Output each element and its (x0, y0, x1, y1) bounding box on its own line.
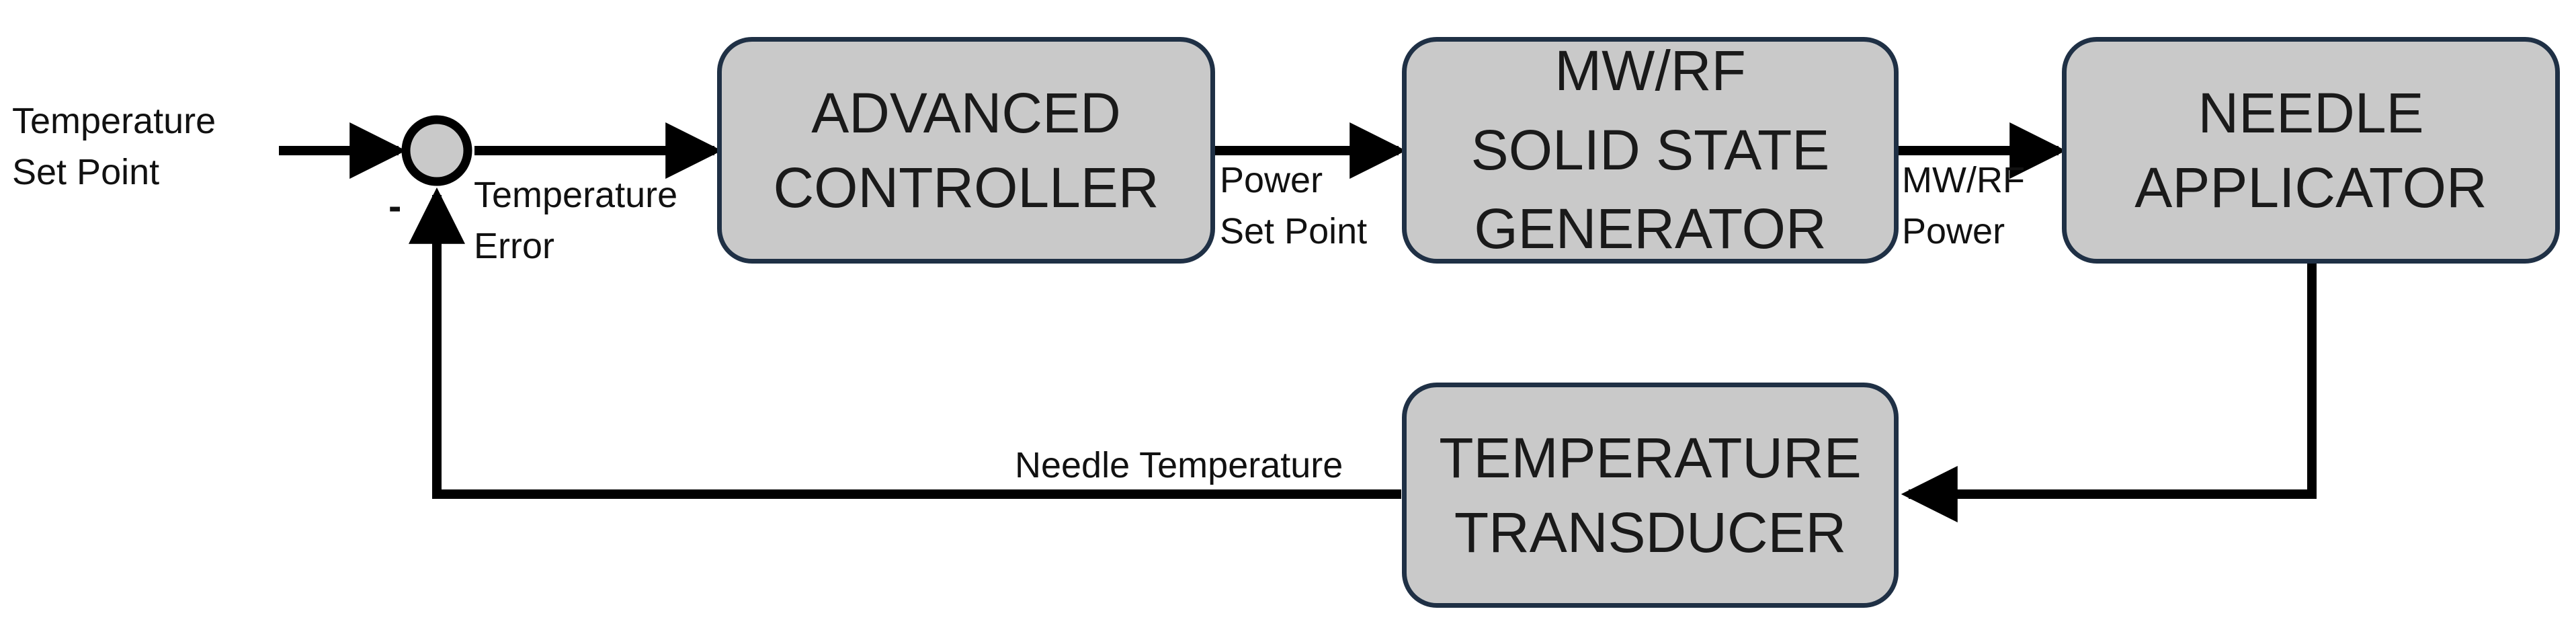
solid-state-generator-block: MW/RF SOLID STATE GENERATOR (1402, 37, 1899, 264)
feedback-arrow (409, 187, 1401, 499)
power-setpoint-label-line2: Set Point (1220, 211, 1368, 251)
needle-applicator-block: NEEDLE APPLICATOR (2062, 37, 2560, 264)
setpoint-label-line2: Set Point (12, 152, 160, 192)
generator-line2: SOLID STATE (1470, 118, 1830, 182)
controller-line1: ADVANCED (811, 81, 1121, 145)
mwrf-power-label-line1: MW/RF (1902, 160, 2025, 200)
power-setpoint-label: Power Set Point (1220, 155, 1367, 257)
setpoint-label-line1: Temperature (12, 101, 216, 141)
power-setpoint-label-line1: Power (1220, 160, 1323, 200)
summing-junction (401, 115, 472, 186)
transducer-line1: TEMPERATURE (1439, 426, 1862, 489)
generator-line3: GENERATOR (1474, 197, 1827, 261)
mwrf-power-label: MW/RF Power (1902, 155, 2025, 257)
error-label-line1: Temperature (474, 175, 678, 215)
advanced-controller-block: ADVANCED CONTROLLER (717, 37, 1215, 264)
applicator-line1: NEEDLE (2198, 81, 2424, 145)
controller-line2: CONTROLLER (773, 155, 1159, 219)
setpoint-label: Temperature Set Point (12, 95, 216, 198)
minus-sign: - (388, 184, 402, 228)
temperature-transducer-block: TEMPERATURE TRANSDUCER (1402, 383, 1899, 608)
error-label: Temperature Error (474, 169, 677, 272)
transducer-line2: TRANSDUCER (1454, 500, 1847, 564)
applicator-line2: APPLICATOR (2134, 155, 2487, 219)
mwrf-power-label-line2: Power (1902, 211, 2005, 251)
needle-temperature-label: Needle Temperature (1015, 445, 1343, 485)
applicator-to-transducer-arrow (1901, 264, 2317, 522)
generator-line1: MW/RF (1554, 39, 1746, 103)
error-label-line2: Error (474, 226, 554, 266)
